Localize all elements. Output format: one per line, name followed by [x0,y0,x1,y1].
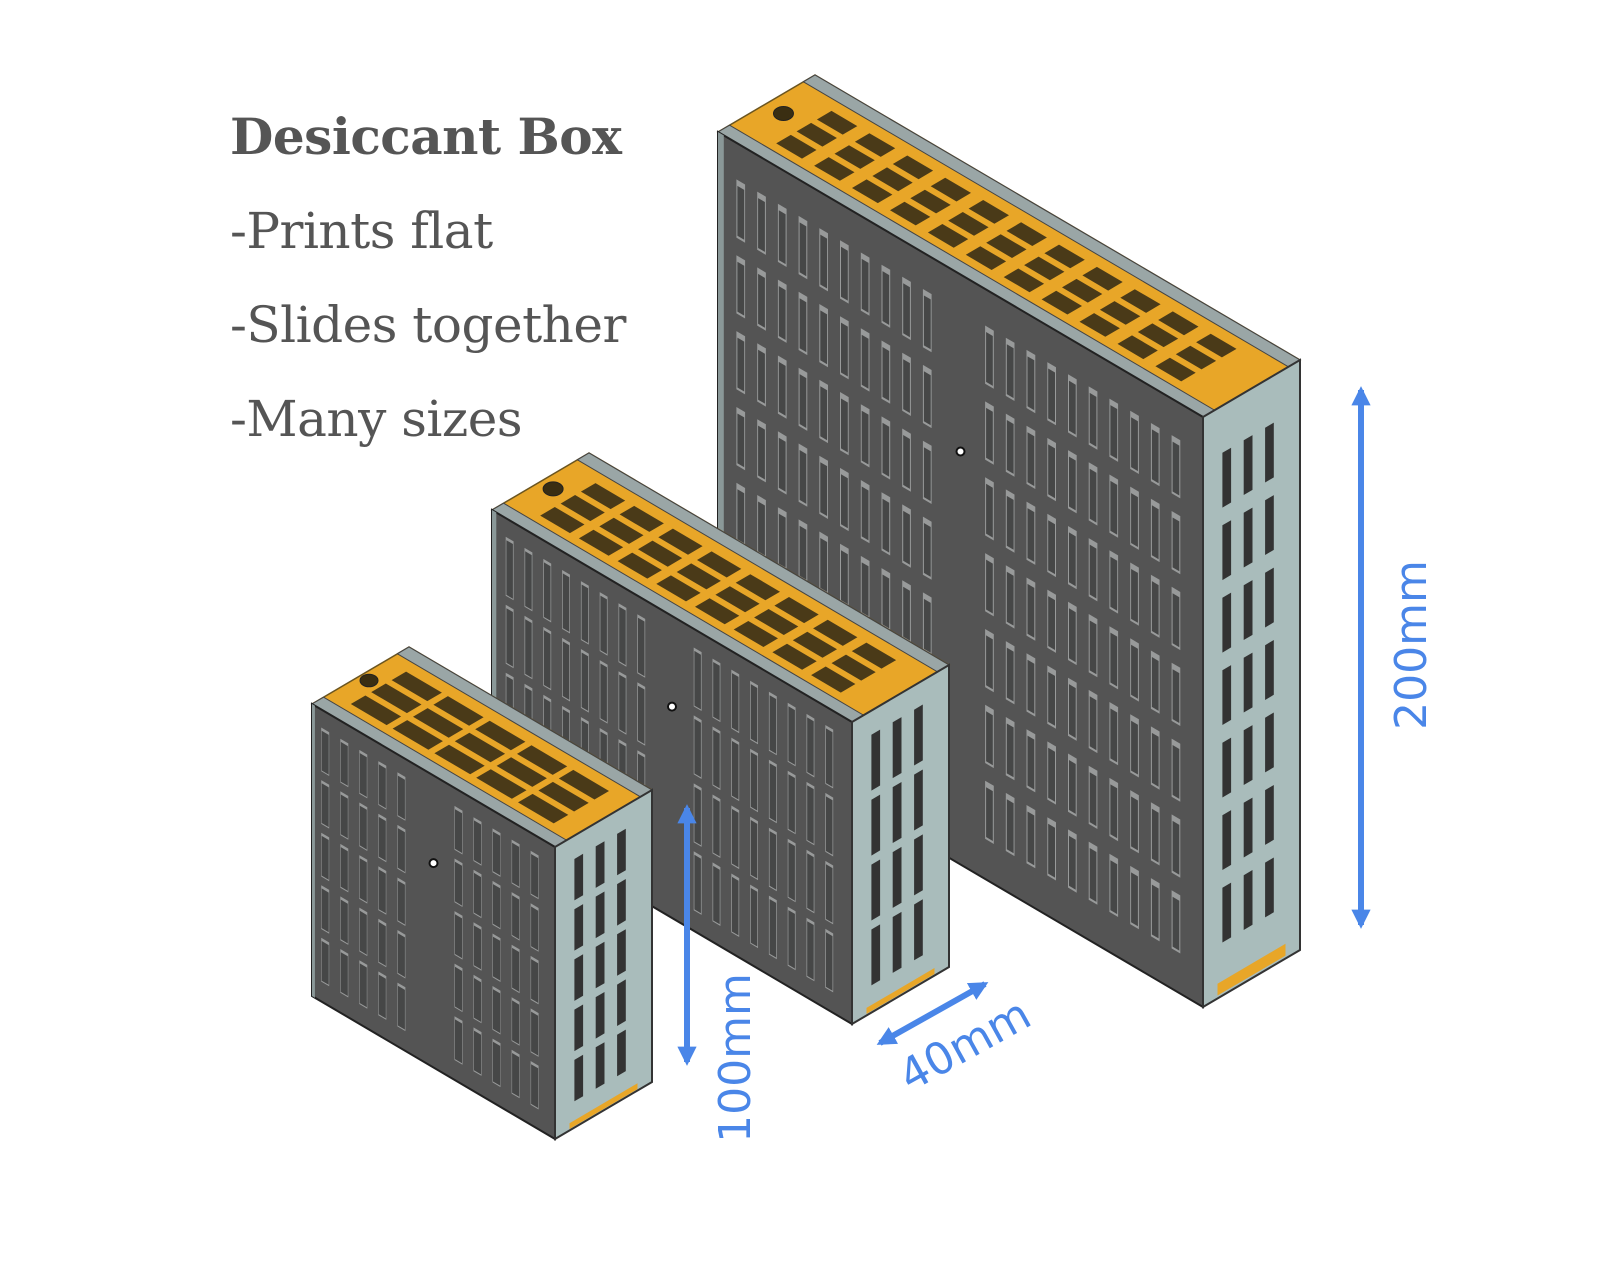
title: Desiccant Box [230,107,622,166]
medium-box [490,452,951,1026]
bullet-prints-flat: -Prints flat [230,202,493,260]
depth-arrow [876,981,989,1046]
bullet-many-sizes: -Many sizes [230,390,522,448]
height-label-small: 100mm [710,973,761,1143]
feature-list: Desiccant Box -Prints flat -Slides toget… [230,100,626,448]
small-box [310,646,654,1141]
height-label-large: 200mm [1386,560,1437,730]
bullet-slides-together: -Slides together [230,296,626,354]
large-box [716,74,1302,1009]
depth-label: 40mm [891,989,1040,1102]
